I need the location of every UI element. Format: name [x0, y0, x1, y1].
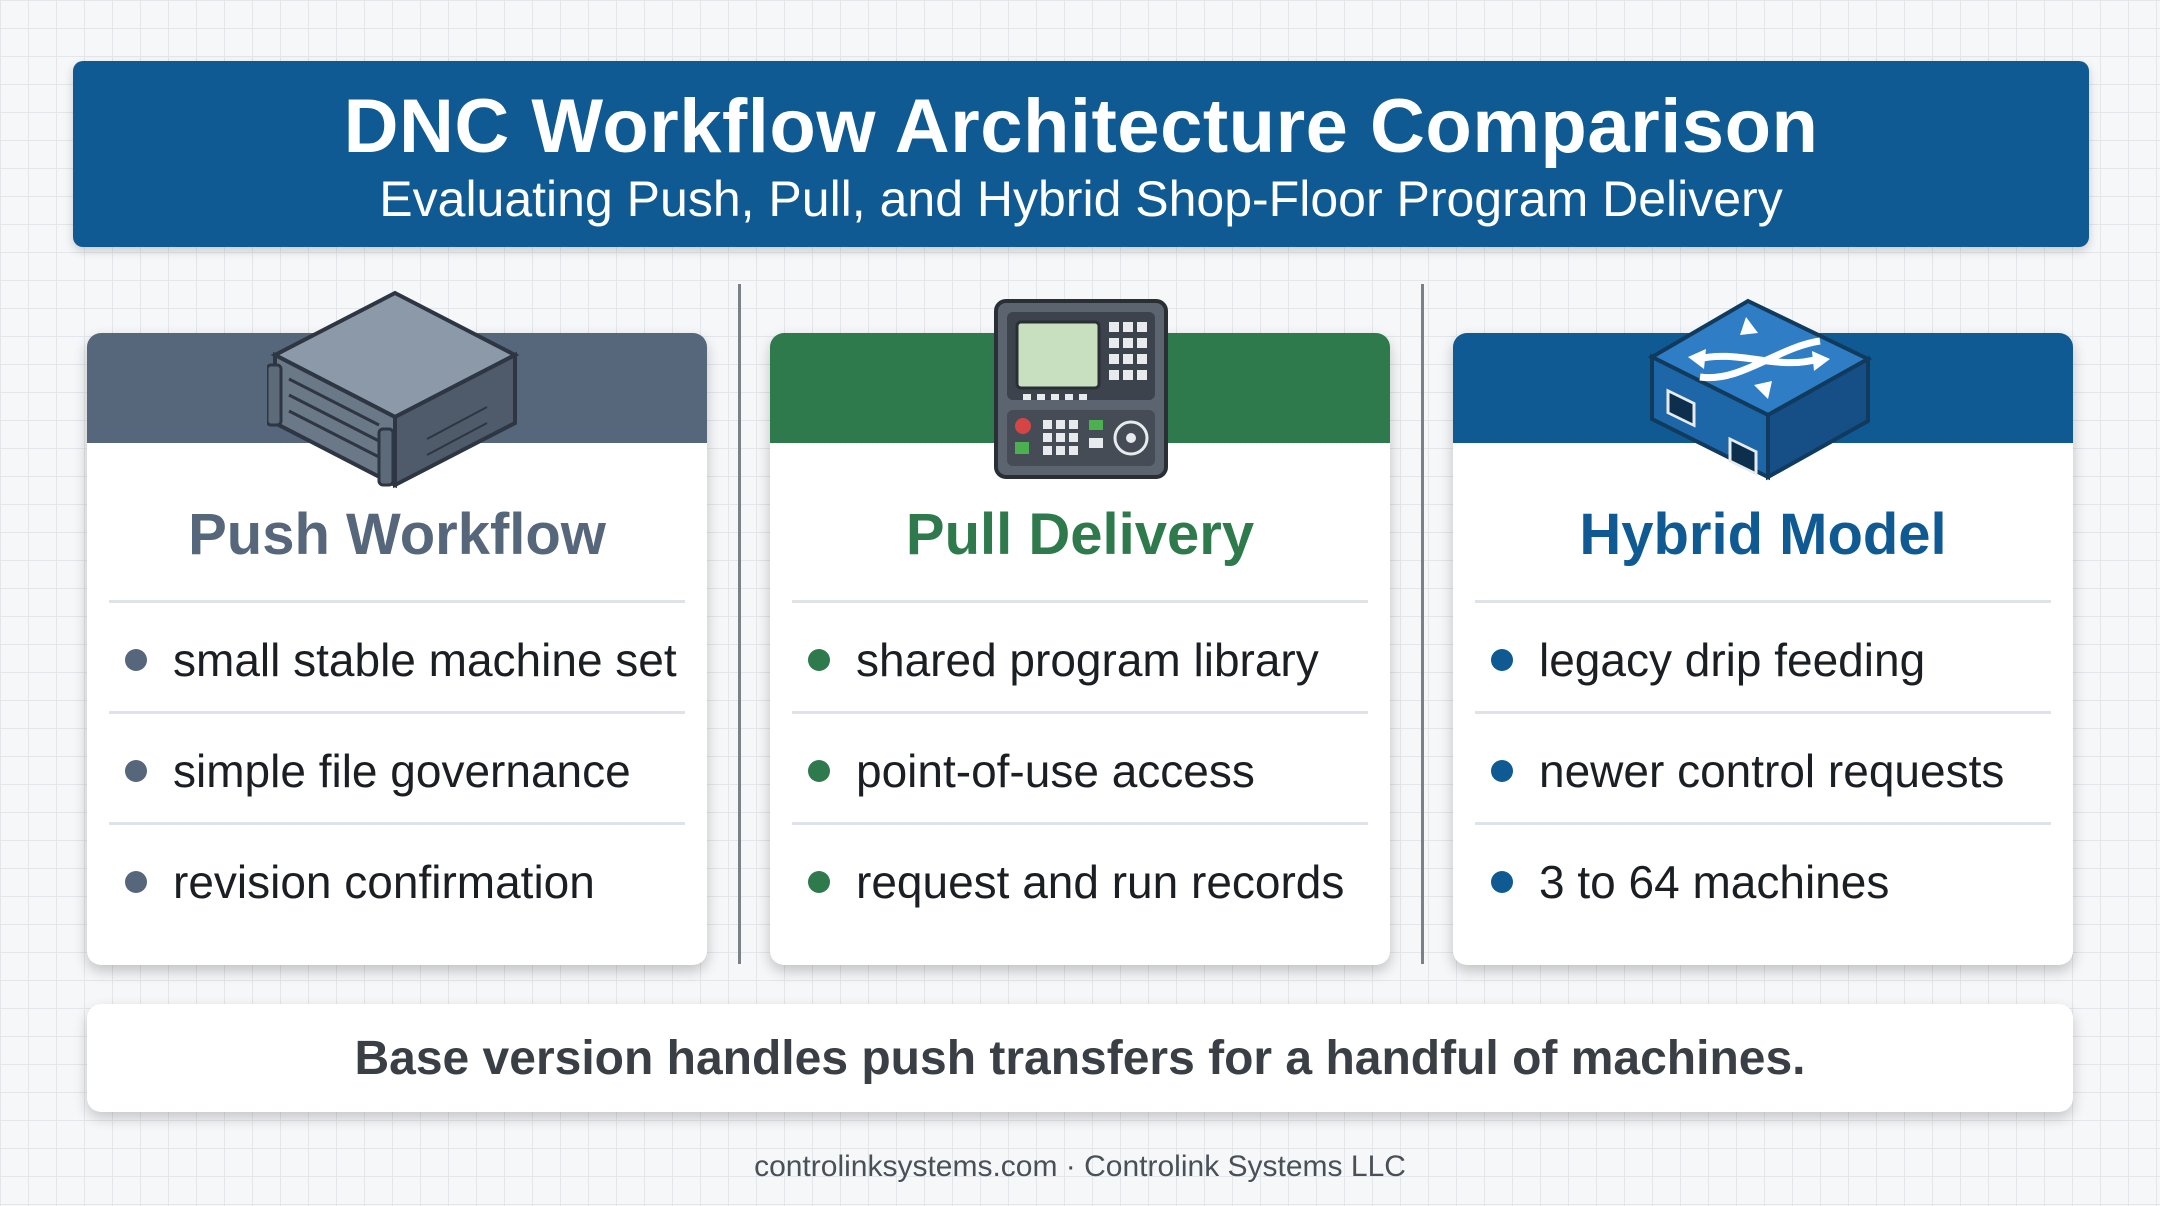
list-item-label: request and run records — [856, 856, 1345, 908]
list-item: small stable machine set — [125, 630, 697, 690]
list-item: newer control requests — [1491, 741, 2063, 801]
bullet-icon — [125, 760, 147, 782]
card-title: Pull Delivery — [905, 502, 1255, 567]
bullet-icon — [808, 871, 830, 893]
list-item-label: simple file governance — [173, 745, 631, 797]
summary-text: Base version handles push transfers for … — [354, 1031, 1806, 1085]
bullet-icon — [125, 871, 147, 893]
list-item-label: shared program library — [856, 634, 1319, 686]
card-push-workflow: Push Workflow small stable machine set s… — [87, 290, 707, 965]
divider — [792, 822, 1368, 825]
server-icon — [267, 290, 520, 489]
card-hybrid-model: Hybrid Model legacy drip feeding newer c… — [1453, 298, 2073, 965]
list-item: shared program library — [808, 630, 1380, 690]
list-item-label: 3 to 64 machines — [1539, 856, 1890, 908]
card-title: Push Workflow — [188, 502, 606, 567]
bullet-icon — [808, 760, 830, 782]
column-divider — [1421, 284, 1424, 964]
divider — [792, 711, 1368, 714]
bullet-icon — [1491, 649, 1513, 671]
divider — [109, 600, 685, 603]
list-item: legacy drip feeding — [1491, 630, 2063, 690]
page-title: DNC Workflow Architecture Comparison — [343, 84, 1819, 169]
bullet-icon — [125, 649, 147, 671]
list-item-label: newer control requests — [1539, 745, 2005, 797]
cnc-control-panel-icon — [994, 299, 1168, 479]
list-item-label: point-of-use access — [856, 745, 1255, 797]
card-pull-delivery: Pull Delivery shared program library poi… — [770, 299, 1390, 965]
page-subtitle: Evaluating Push, Pull, and Hybrid Shop-F… — [379, 171, 1783, 227]
list-item-label: legacy drip feeding — [1539, 634, 1926, 686]
list-item: 3 to 64 machines — [1491, 852, 2063, 912]
bullet-icon — [808, 649, 830, 671]
list-item-label: small stable machine set — [173, 634, 677, 686]
divider — [1475, 600, 2051, 603]
list-item: simple file governance — [125, 741, 697, 801]
card-title: Hybrid Model — [1579, 502, 1947, 567]
column-divider — [738, 284, 741, 964]
divider — [792, 600, 1368, 603]
header-banner: DNC Workflow Architecture Comparison Eva… — [73, 61, 2089, 247]
list-item: request and run records — [808, 852, 1380, 912]
summary-box: Base version handles push transfers for … — [87, 1004, 2073, 1112]
list-item: revision confirmation — [125, 852, 697, 912]
divider — [1475, 822, 2051, 825]
bullet-icon — [1491, 871, 1513, 893]
bullet-icon — [1491, 760, 1513, 782]
network-switch-icon — [1648, 298, 1873, 481]
divider — [109, 711, 685, 714]
divider — [1475, 711, 2051, 714]
credit-line: controlinksystems.com · Controlink Syste… — [754, 1150, 1406, 1183]
list-item: point-of-use access — [808, 741, 1380, 801]
divider — [109, 822, 685, 825]
list-item-label: revision confirmation — [173, 856, 595, 908]
